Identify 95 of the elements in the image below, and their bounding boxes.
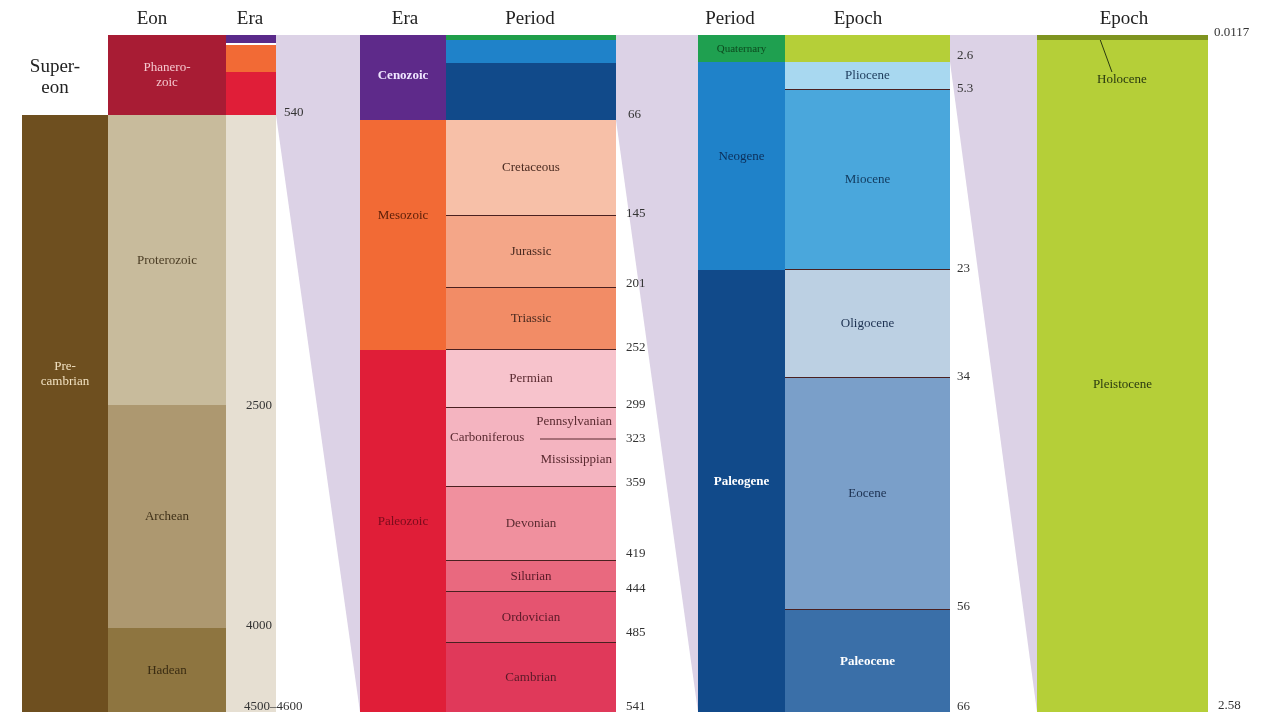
age-value: 56: [957, 598, 970, 614]
period-name: Triassic: [509, 311, 553, 326]
eon-block: [108, 405, 226, 628]
age-value: 23: [957, 260, 970, 276]
era-name: Paleozoic: [376, 513, 430, 529]
period-name: Neogene: [717, 148, 766, 164]
eon-block: [108, 628, 226, 712]
period-block: [446, 408, 616, 487]
age-value: 4500–4600: [244, 698, 303, 714]
eon-block: [108, 35, 226, 115]
era-name: Mesozoic: [376, 207, 430, 223]
age-value: 2.6: [957, 47, 974, 63]
age-value: 201: [626, 275, 646, 291]
epoch-block: [785, 378, 950, 610]
age-value: 145: [626, 205, 646, 221]
subperiod-name: Mississippian: [540, 452, 612, 467]
epoch-block: [785, 62, 950, 90]
color-bar: [446, 63, 616, 120]
epoch-block: [785, 90, 950, 270]
period-block: [446, 561, 616, 592]
epoch-name: Miocene: [843, 172, 892, 187]
period-block: [446, 350, 616, 408]
period-name: Permian: [508, 371, 554, 386]
period-block: [446, 643, 616, 712]
column-heading: Period: [505, 7, 555, 29]
supereon-name: Pre-cambrian: [39, 358, 91, 389]
age-value: 541: [626, 698, 646, 714]
age-value: 34: [957, 368, 970, 384]
eon-name: Hadean: [146, 662, 188, 678]
period-block: [446, 120, 616, 216]
epoch-name: Pliocene: [844, 68, 891, 83]
age-value: 4000: [246, 617, 272, 633]
age-value: 419: [626, 545, 646, 561]
eon-name: Phanero-zoic: [142, 60, 192, 90]
era-name: Cenozoic: [376, 68, 430, 83]
period-block: [446, 592, 616, 643]
epoch-name: Eocene: [847, 486, 888, 501]
column-heading: Eon: [136, 7, 168, 29]
color-bar: [226, 72, 276, 115]
age-value: 2.58: [1218, 697, 1241, 713]
color-bar: [226, 35, 276, 43]
age-value: 299: [626, 396, 646, 412]
epoch-block: [1037, 40, 1208, 712]
age-value: 323: [626, 430, 646, 446]
epoch-block: [785, 610, 950, 712]
period-name: Cretaceous: [501, 160, 561, 175]
period-block: [446, 487, 616, 561]
color-bar: [446, 40, 616, 63]
period-name: Paleogene: [712, 473, 771, 489]
period-block: [698, 62, 785, 270]
supereon-block: [22, 115, 108, 712]
period-block: [698, 270, 785, 712]
column-heading: Super-eon: [28, 56, 82, 98]
column-heading: Era: [236, 7, 264, 29]
age-value: 66: [628, 106, 641, 122]
eon-block: [108, 115, 226, 405]
era-block: [360, 120, 446, 350]
age-value: 0.0117: [1214, 24, 1250, 40]
period-name: Devonian: [504, 516, 558, 531]
age-value: 2500: [246, 397, 272, 413]
color-bar: [446, 35, 616, 40]
epoch-name: Paleocene: [839, 653, 896, 669]
period-block: [698, 35, 785, 62]
era-block: [360, 35, 446, 120]
epoch-block: [785, 270, 950, 378]
column-heading: Era: [391, 7, 419, 29]
column-heading: Period: [705, 7, 755, 29]
eon-name: Archean: [144, 509, 190, 524]
period-name: Carboniferous: [450, 430, 525, 445]
age-value: 485: [626, 624, 646, 640]
epoch-name: Oligocene: [839, 316, 896, 331]
period-name: Quaternary: [715, 42, 768, 55]
period-name: Cambrian: [504, 670, 558, 685]
age-value: 444: [626, 580, 646, 596]
era-block: [360, 350, 446, 712]
color-bar: [226, 45, 276, 72]
subperiod-name: Pennsylvanian: [536, 414, 612, 429]
period-block: [446, 288, 616, 350]
epoch-name: Holocene: [1097, 72, 1147, 87]
period-name: Jurassic: [509, 244, 553, 259]
epoch-name: Pleistocene: [1091, 376, 1154, 392]
age-value: 359: [626, 474, 646, 490]
color-bar: [1037, 35, 1208, 40]
period-name: Ordovician: [500, 609, 562, 625]
column-heading: Epoch: [1099, 7, 1149, 29]
color-bar: [785, 35, 950, 62]
age-value: 540: [284, 104, 304, 120]
period-block: [446, 216, 616, 288]
age-value: 66: [957, 698, 970, 714]
eon-name: Proterozoic: [136, 252, 198, 268]
period-name: Silurian: [509, 568, 553, 584]
age-value: 5.3: [957, 80, 974, 96]
leader-line: [1099, 39, 1113, 73]
age-value: 252: [626, 339, 646, 355]
column-heading: Epoch: [833, 7, 883, 29]
